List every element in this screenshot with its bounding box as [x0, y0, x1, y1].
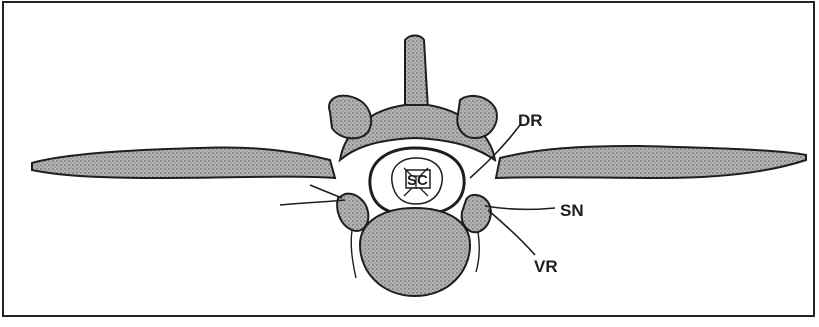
- right-transverse-process: [496, 146, 806, 178]
- right-pedicle: [462, 195, 491, 232]
- vertebral-body: [360, 208, 470, 296]
- right-spinal-nerve: [485, 206, 555, 255]
- label-sn: SN: [560, 201, 584, 220]
- label-sc: SC: [407, 172, 428, 189]
- spinous-process: [405, 36, 428, 111]
- left-transverse-process: [32, 148, 335, 179]
- label-dr: DR: [518, 111, 543, 130]
- right-vertical-nerve: [476, 232, 479, 272]
- left-articular-process: [329, 96, 371, 139]
- label-vr: VR: [534, 257, 558, 276]
- left-nerve-root: [280, 185, 345, 205]
- left-vertical-nerve: [351, 230, 356, 278]
- left-pedicle: [337, 194, 368, 231]
- right-articular-process: [457, 96, 497, 138]
